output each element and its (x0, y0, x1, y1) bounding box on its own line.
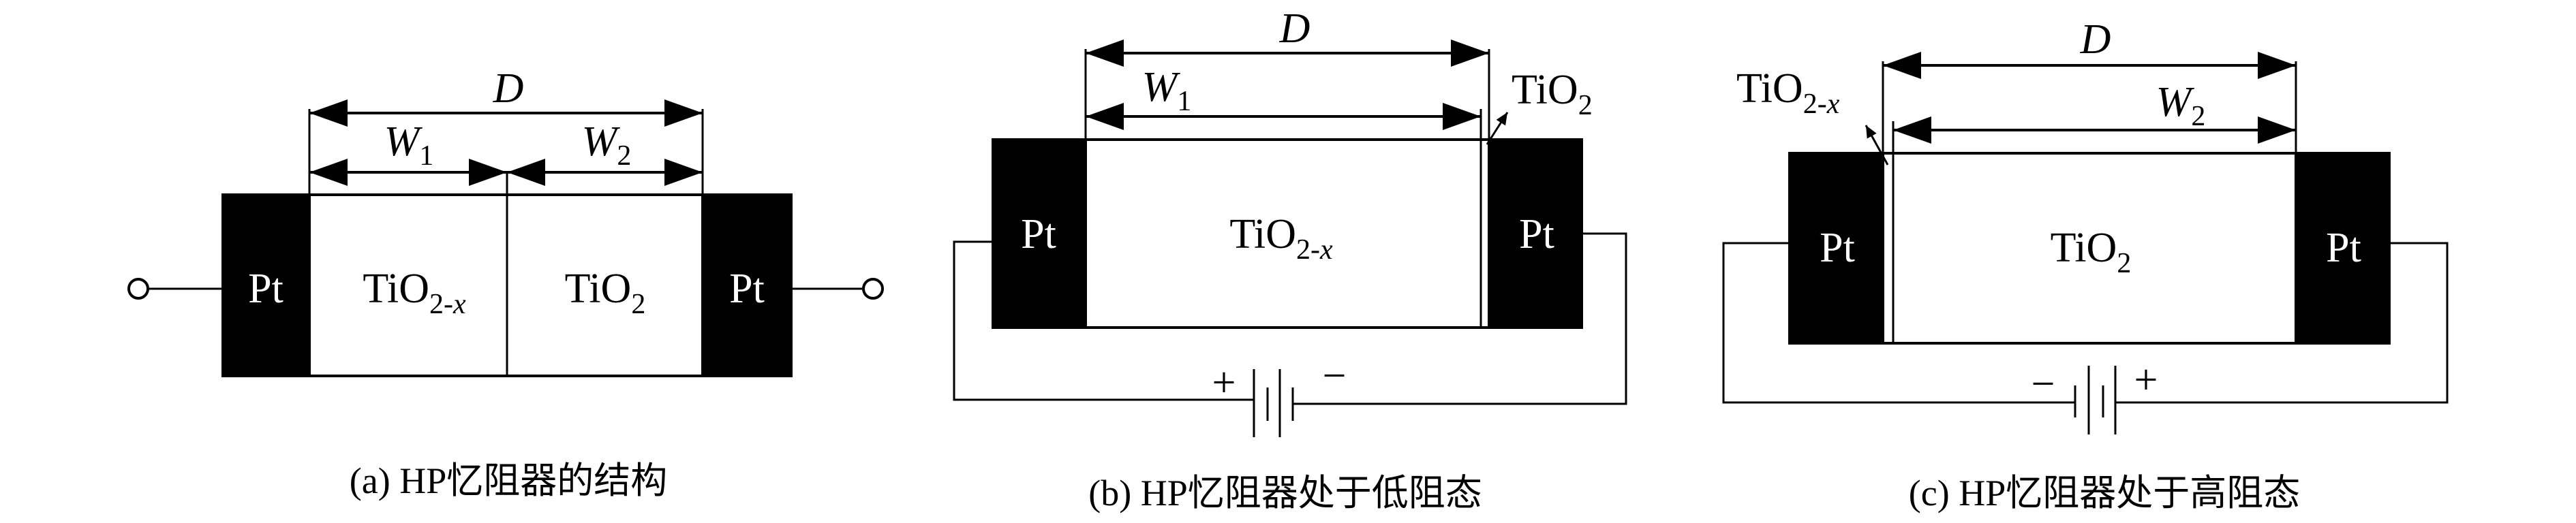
caption-a: (a) HP忆阻器的结构 (350, 460, 667, 501)
pt-electrode-left (1788, 152, 1883, 345)
label-tio2-thin: TiO2 (1512, 67, 1593, 121)
pt-electrode-right (1489, 138, 1583, 329)
label-w1: W1 (384, 118, 434, 172)
caption-c: (c) HP忆阻器处于高阻态 (1909, 473, 2300, 513)
label-pt-right: Pt (2326, 225, 2361, 271)
label-w2: W2 (2156, 79, 2206, 132)
label-d: D (493, 65, 524, 112)
pt-electrode-left (221, 193, 309, 377)
panel-b: + − D W1 TiO2 Pt Pt TiO2-x (b) HP忆阻器处于低阻… (953, 5, 1627, 513)
label-tio2-x-thin: TiO2-x (1736, 65, 1840, 120)
terminal-right (862, 278, 884, 300)
label-pt-left: Pt (1021, 211, 1056, 257)
label-tio2-x: TiO2-x (1229, 211, 1333, 266)
wire-right (1293, 232, 1627, 405)
label-tio2: TiO2 (565, 266, 646, 320)
pt-electrode-right (703, 193, 793, 377)
label-w1: W1 (1142, 64, 1192, 117)
pointer-arrow-tio2-x (1865, 125, 1889, 165)
battery-plus-sign: + (1212, 360, 1236, 406)
label-w2: W2 (582, 118, 632, 172)
label-pt-left: Pt (248, 266, 283, 312)
battery-icon (1253, 369, 1294, 437)
label-tio2: TiO2 (2051, 225, 2132, 279)
wire-right (2115, 242, 2449, 404)
label-pt-left: Pt (1820, 225, 1855, 271)
panel-a: D W1 W2 Pt Pt TiO2-x TiO2 (a) HP忆阻器的结构 (127, 65, 884, 501)
label-d: D (1279, 5, 1310, 52)
panel-c: − + D W2 TiO2-x Pt Pt TiO2 (c) HP忆阻器处于高阻… (1722, 16, 2449, 513)
battery-minus-sign: − (1323, 353, 1347, 399)
oxide-layer (1882, 152, 2297, 345)
oxide-layer (1084, 138, 1490, 329)
label-pt-right: Pt (1519, 211, 1554, 257)
pointer-arrow-tio2 (1486, 112, 1509, 145)
caption-b: (b) HP忆阻器处于低阻态 (1088, 473, 1482, 513)
battery-icon (2074, 366, 2117, 434)
terminal-left (127, 278, 149, 300)
battery-minus-sign: − (2031, 361, 2055, 407)
label-tio2-x: TiO2-x (363, 266, 466, 320)
pt-electrode-right (2296, 152, 2391, 345)
wire-left (1722, 242, 2075, 404)
pt-electrode-left (992, 138, 1086, 329)
wire-left (953, 240, 1254, 401)
label-d: D (2080, 16, 2111, 63)
battery-plus-sign: + (2134, 357, 2158, 403)
label-pt-right: Pt (729, 266, 765, 312)
